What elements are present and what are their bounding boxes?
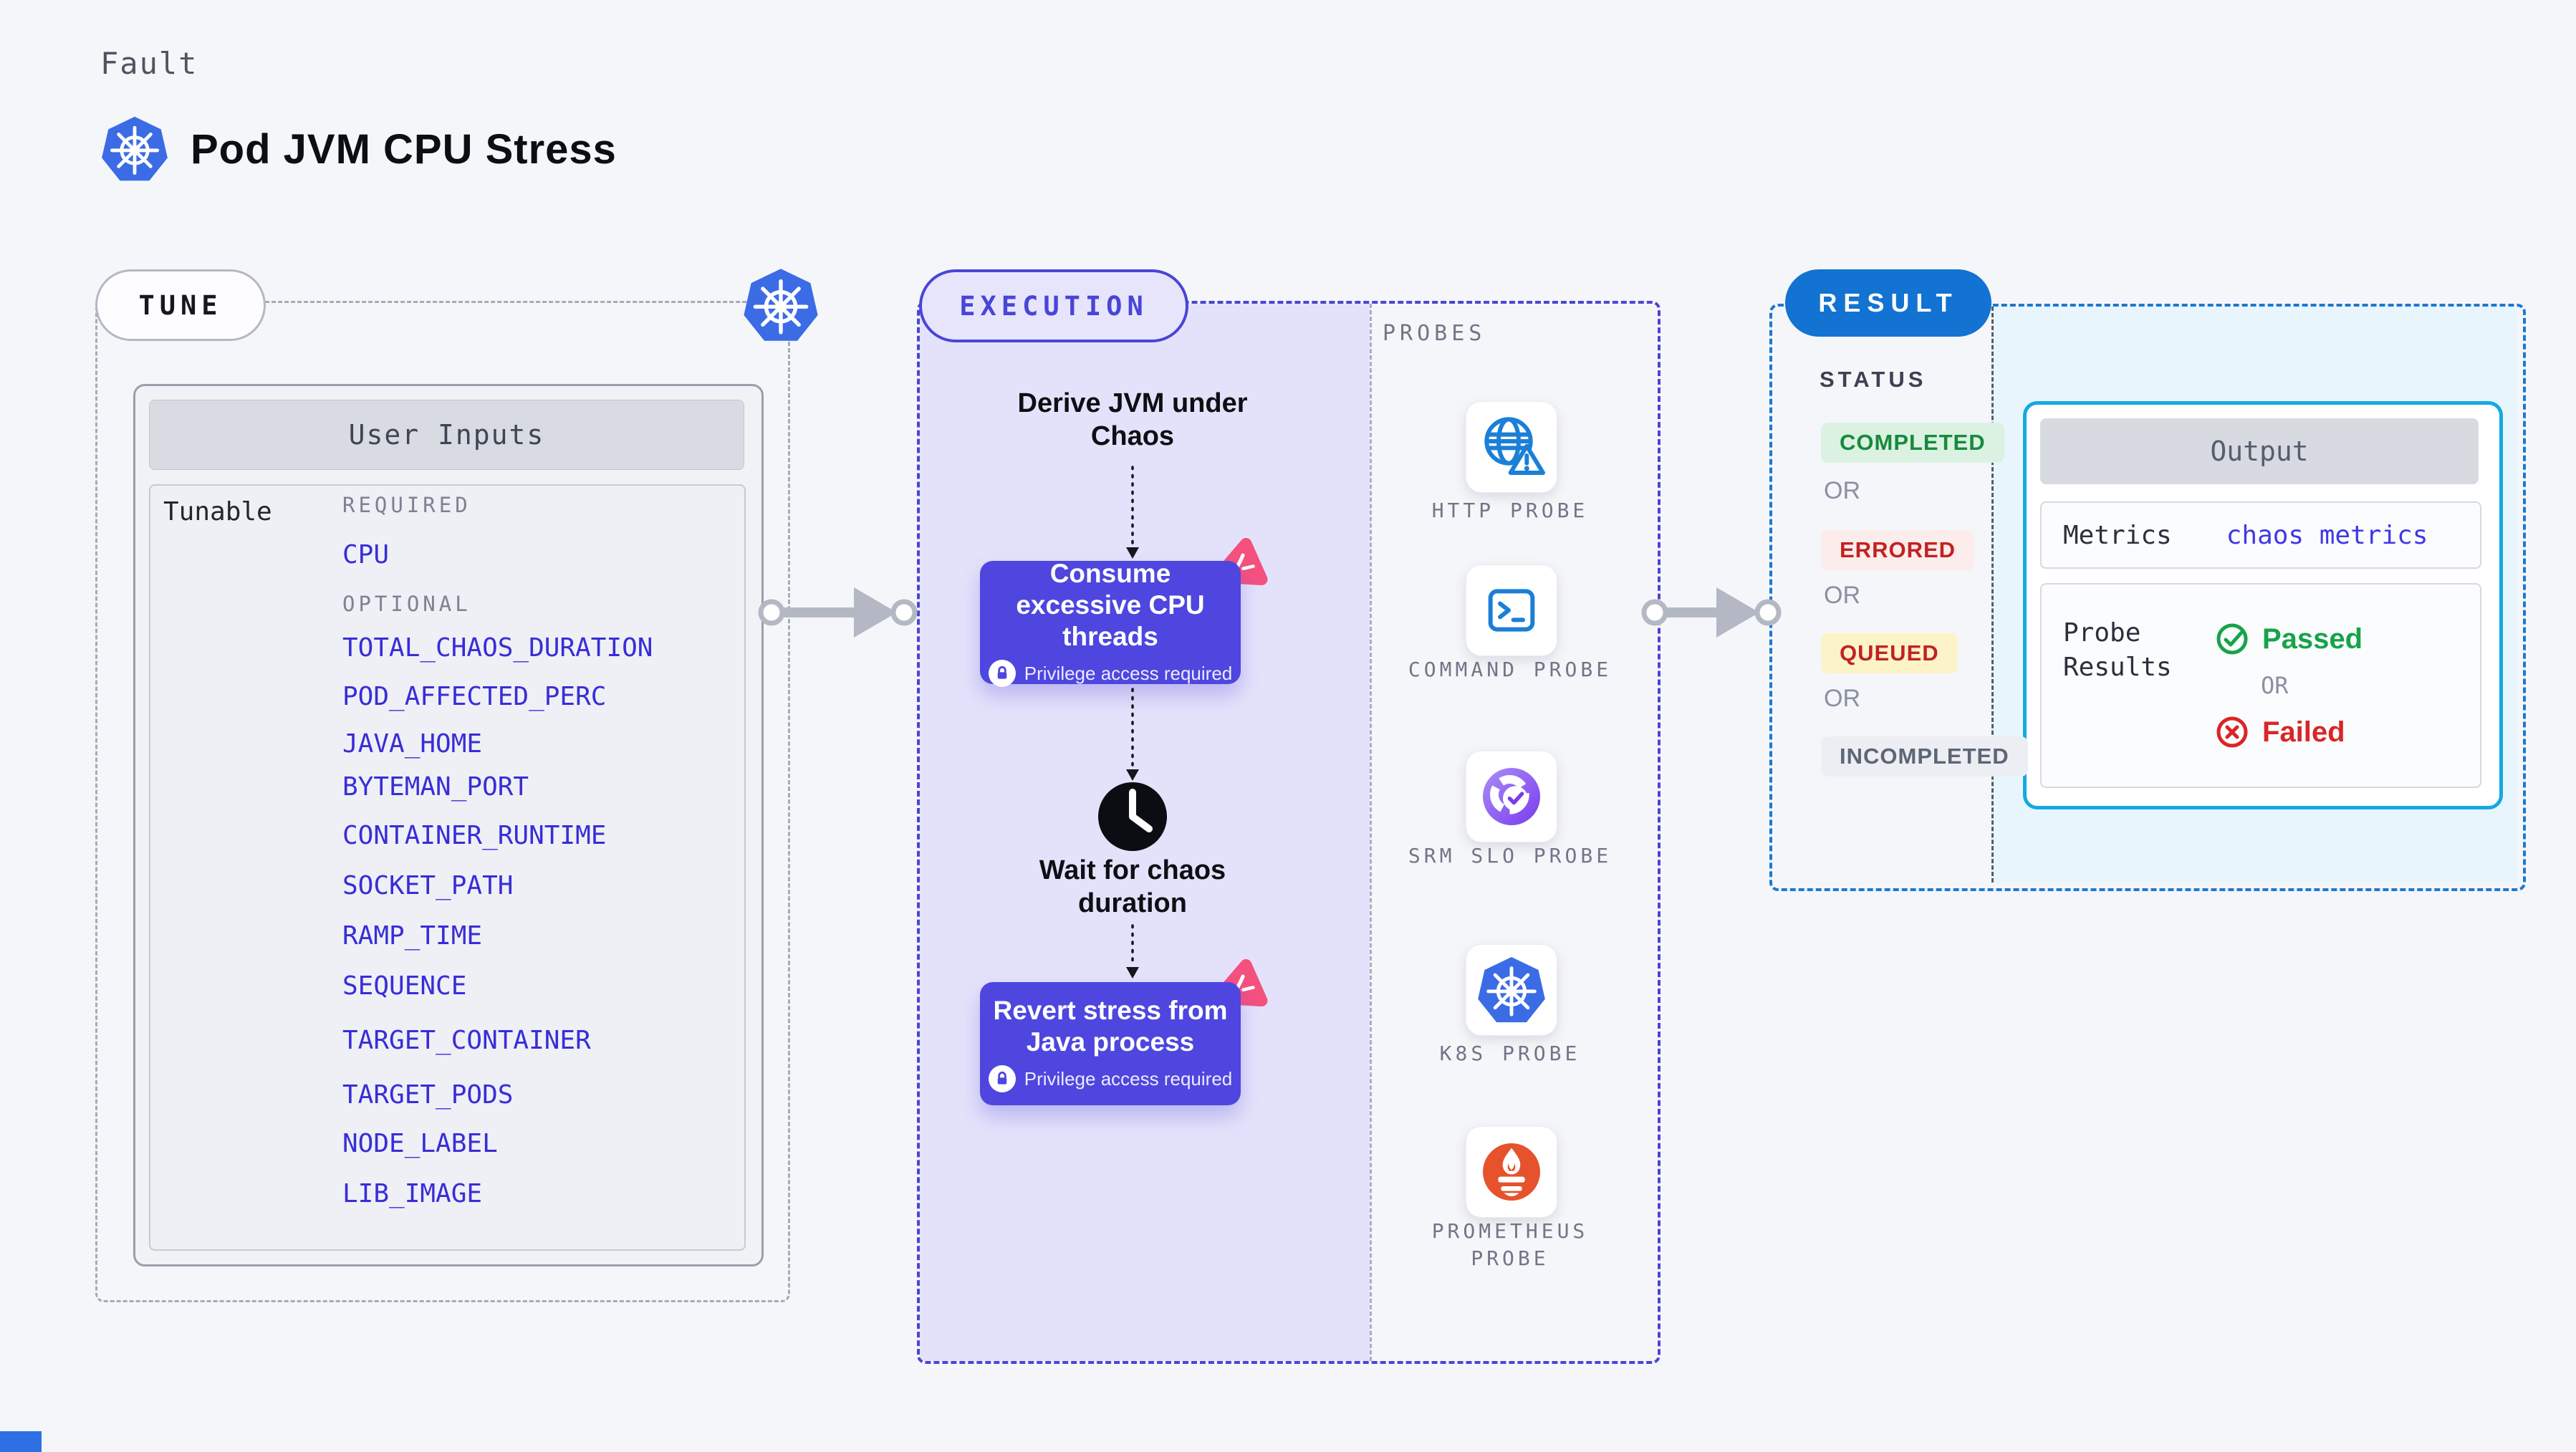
result-pill: RESULT (1785, 269, 1991, 337)
result-section (1769, 304, 2526, 891)
privilege-badge-label: Privilege access required (1024, 662, 1233, 684)
probes-heading: PROBES (1383, 321, 1486, 346)
slo-check-icon (1477, 762, 1546, 831)
input-item[interactable]: JAVA_HOME (342, 729, 483, 759)
probe-results-label: Probe Results (2063, 618, 2172, 682)
k8s-probe-card (1466, 944, 1557, 1036)
input-item-cpu[interactable]: CPU (342, 540, 390, 569)
prometheus-probe-card (1466, 1126, 1557, 1218)
globe-alert-icon (1477, 413, 1546, 481)
probe-results-values: Passed OR Failed (2214, 585, 2480, 787)
user-inputs-list (149, 484, 746, 1251)
input-item[interactable]: POD_AFFECTED_PERC (342, 682, 607, 711)
status-heading: STATUS (1820, 367, 1927, 392)
input-item[interactable]: TARGET_CONTAINER (342, 1026, 591, 1055)
input-item[interactable]: SOCKET_PATH (342, 871, 514, 900)
chaos-metrics-link[interactable]: chaos metrics (2226, 520, 2428, 550)
failed-line: Failed (2214, 713, 2480, 751)
terminal-icon (1477, 576, 1546, 645)
probe-label: HTTP PROBE (1431, 499, 1589, 522)
lock-icon (988, 1065, 1016, 1092)
privilege-badge: Privilege access required (988, 1065, 1233, 1092)
passed-label: Passed (2262, 622, 2363, 655)
optional-heading: OPTIONAL (342, 592, 471, 616)
input-item[interactable]: LIB_IMAGE (342, 1179, 483, 1208)
passed-line: Passed (2214, 620, 2480, 658)
or-label: OR (1824, 477, 1860, 504)
required-heading: REQUIRED (342, 493, 471, 517)
probe-results-row: Probe Results Passed OR Failed (2040, 583, 2481, 788)
tune-pill: TUNE (95, 269, 266, 341)
input-item[interactable]: CONTAINER_RUNTIME (342, 821, 607, 850)
user-inputs-header: User Inputs (149, 400, 744, 470)
output-card-header: Output (2040, 418, 2479, 484)
input-item[interactable]: TOTAL_CHAOS_DURATION (342, 633, 653, 663)
metrics-row: Metrics chaos metrics (2040, 501, 2481, 569)
input-item[interactable]: NODE_LABEL (342, 1129, 498, 1158)
lock-icon (988, 660, 1016, 687)
tunable-row-label: Tunable (163, 497, 272, 527)
step-consume-label: Consume excessive CPU threads (1016, 559, 1205, 651)
or-label: OR (2261, 672, 2289, 699)
execution-pill: EXECUTION (919, 269, 1188, 342)
srm-slo-probe-card (1466, 751, 1557, 842)
status-badge-incompleted: INCOMPLETED (1821, 736, 2028, 777)
tune-section (95, 301, 790, 1302)
kubernetes-icon (1476, 955, 1547, 1025)
step-consume-box: Consume excessive CPU threads Privilege … (980, 559, 1241, 687)
step-revert-box: Revert stress from Java process Privileg… (980, 982, 1241, 1105)
http-probe-card (1466, 401, 1557, 493)
status-badge-errored: ERRORED (1821, 530, 1975, 570)
privilege-badge: Privilege access required (988, 660, 1233, 687)
status-separator (1991, 307, 1994, 883)
page-title: Pod JVM CPU Stress (191, 125, 617, 173)
privilege-badge-label: Privilege access required (1024, 1067, 1233, 1090)
kubernetes-icon (100, 113, 169, 185)
status-badge-queued: QUEUED (1821, 633, 1958, 673)
status-badge-completed: COMPLETED (1821, 423, 2004, 463)
x-circle-icon (2216, 716, 2248, 748)
failed-label: Failed (2262, 716, 2345, 748)
input-item[interactable]: BYTEMAN_PORT (342, 772, 529, 802)
execution-flow-area (920, 304, 1370, 1361)
step-derive-label: Derive JVM under Chaos (1017, 388, 1248, 451)
step-wait-label: Wait for chaos duration (1039, 855, 1226, 918)
probe-label: K8S PROBE (1439, 1042, 1581, 1065)
probe-label: SRM SLO PROBE (1408, 844, 1613, 867)
title-row: Pod JVM CPU Stress (100, 113, 617, 185)
input-item[interactable]: TARGET_PODS (342, 1080, 514, 1110)
corner-accent (0, 1431, 42, 1452)
probe-label: PROMETHEUS PROBE (1431, 1219, 1589, 1270)
input-item[interactable]: RAMP_TIME (342, 921, 483, 951)
command-probe-card (1466, 564, 1557, 656)
input-item[interactable]: SEQUENCE (342, 971, 467, 1001)
prometheus-icon (1477, 1138, 1546, 1206)
check-circle-icon (2216, 623, 2248, 655)
kubernetes-icon (741, 266, 821, 344)
fault-category-label: Fault (100, 46, 198, 81)
metrics-label: Metrics (2063, 520, 2172, 550)
or-label: OR (1824, 582, 1860, 609)
or-label: OR (1824, 685, 1860, 712)
step-revert-label: Revert stress from Java process (993, 996, 1228, 1057)
probe-label: COMMAND PROBE (1408, 658, 1613, 681)
